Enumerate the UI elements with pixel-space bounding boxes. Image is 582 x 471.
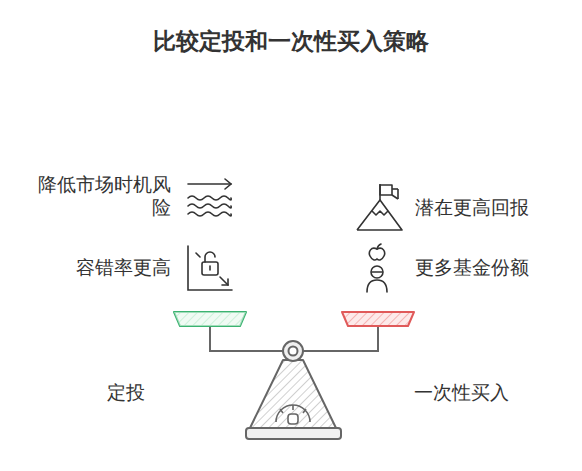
benefit-label: 潜在更高回报 [415, 196, 565, 219]
benefit-label: 降低市场时机风险 [29, 173, 171, 219]
scale [174, 312, 414, 439]
benefit-label: 容错率更高 [29, 256, 171, 279]
strategy-label: 一次性买入 [391, 381, 531, 404]
diagram-title: 比较定投和一次性买入策略 [0, 26, 582, 56]
mountain-icon [357, 184, 402, 230]
waves-icon [188, 179, 231, 216]
lock-chart-icon [188, 246, 232, 290]
benefit-label: 更多基金份额 [415, 256, 565, 279]
person-icon [367, 244, 387, 292]
strategy-label: 定投 [66, 381, 186, 404]
